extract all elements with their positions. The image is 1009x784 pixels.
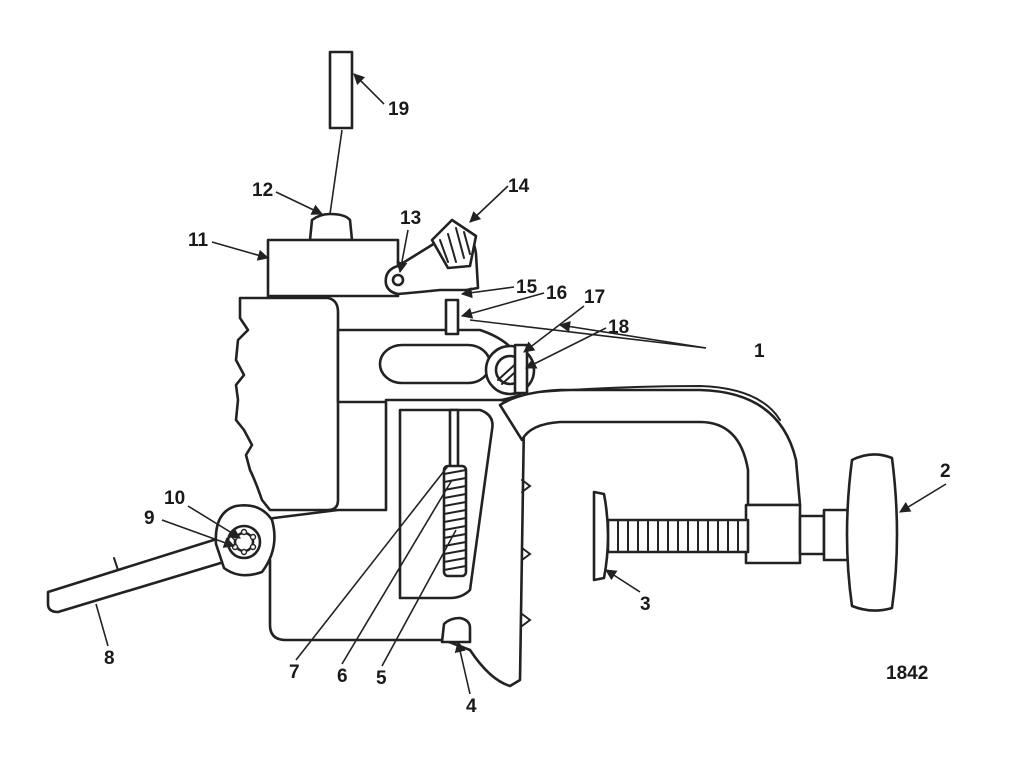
- leader-line-13: [396, 229, 409, 274]
- callout-1: 1: [754, 341, 765, 362]
- callout-9: 9: [144, 508, 155, 529]
- arm-lug: [113, 557, 119, 571]
- compression-spring: [442, 464, 468, 578]
- leader-lines: [95, 73, 947, 695]
- leader-line-19: [353, 73, 385, 105]
- leader-line-10: [187, 505, 241, 539]
- leader-line-5: [381, 529, 457, 667]
- callout-4: 4: [466, 696, 477, 717]
- leader-line-4: [454, 640, 471, 695]
- leader-line-14: [469, 185, 509, 223]
- swivel-housing: [234, 296, 340, 512]
- callout-2: 2: [940, 461, 951, 482]
- leader-line-15: [460, 286, 515, 299]
- callout-15: 15: [516, 277, 538, 298]
- callout-14: 14: [508, 176, 530, 197]
- callout-19: 19: [388, 99, 409, 120]
- callout-6: 6: [337, 666, 348, 687]
- callout-16: 16: [546, 283, 567, 304]
- leader-line-8: [95, 603, 109, 647]
- top-block: [266, 238, 400, 298]
- callout-12: 12: [252, 180, 273, 201]
- stop-bushing: [440, 616, 472, 644]
- callout-7: 7: [289, 662, 300, 683]
- callout-13: 13: [400, 208, 421, 229]
- leader-line-7: [295, 465, 449, 661]
- thrust-rod-upper: [444, 298, 460, 336]
- clamp-frame: [498, 388, 802, 507]
- leader-line-11: [211, 241, 270, 261]
- clamp-handle-collar: [798, 514, 826, 556]
- swivel-pin: [328, 50, 354, 130]
- leader-line-9: [161, 519, 236, 548]
- leader-line-12: [275, 191, 324, 215]
- tilt-lever-arm: [46, 535, 242, 614]
- clamp-serrations: [521, 479, 532, 627]
- callout-3: 3: [640, 594, 651, 615]
- callout-18: 18: [608, 317, 629, 338]
- leader-line-6: [341, 479, 453, 665]
- clamp-frame-inner: [539, 384, 781, 421]
- leader-line-2: [899, 483, 947, 513]
- leader-line-3: [605, 569, 641, 593]
- callout-11: 11: [188, 230, 209, 251]
- leader-line-18: [524, 327, 607, 369]
- lever-knob: [430, 218, 478, 270]
- leader-line-17: [523, 305, 585, 353]
- thrust-rod-lower: [448, 408, 460, 472]
- tilt-tube-slot: [378, 343, 492, 385]
- leader-line-16: [460, 292, 545, 319]
- clamp-pad: [592, 490, 610, 582]
- leader-line-12: [329, 129, 343, 215]
- lock-plate: [513, 343, 529, 395]
- pivot-cap: [308, 212, 354, 242]
- callout-8: 8: [104, 648, 115, 669]
- callout-10: 10: [164, 488, 185, 509]
- clamp-screw-boss: [744, 503, 802, 565]
- callout-17: 17: [584, 287, 605, 308]
- callout-5: 5: [376, 668, 387, 689]
- clamp-screw-thread: [606, 518, 750, 554]
- lever-pivot-hole: [391, 273, 405, 287]
- clamp-handle-knob: [845, 453, 899, 612]
- leader-line-1: [558, 321, 707, 349]
- figure-number: 1842: [886, 663, 928, 684]
- leader-line-1: [469, 319, 707, 349]
